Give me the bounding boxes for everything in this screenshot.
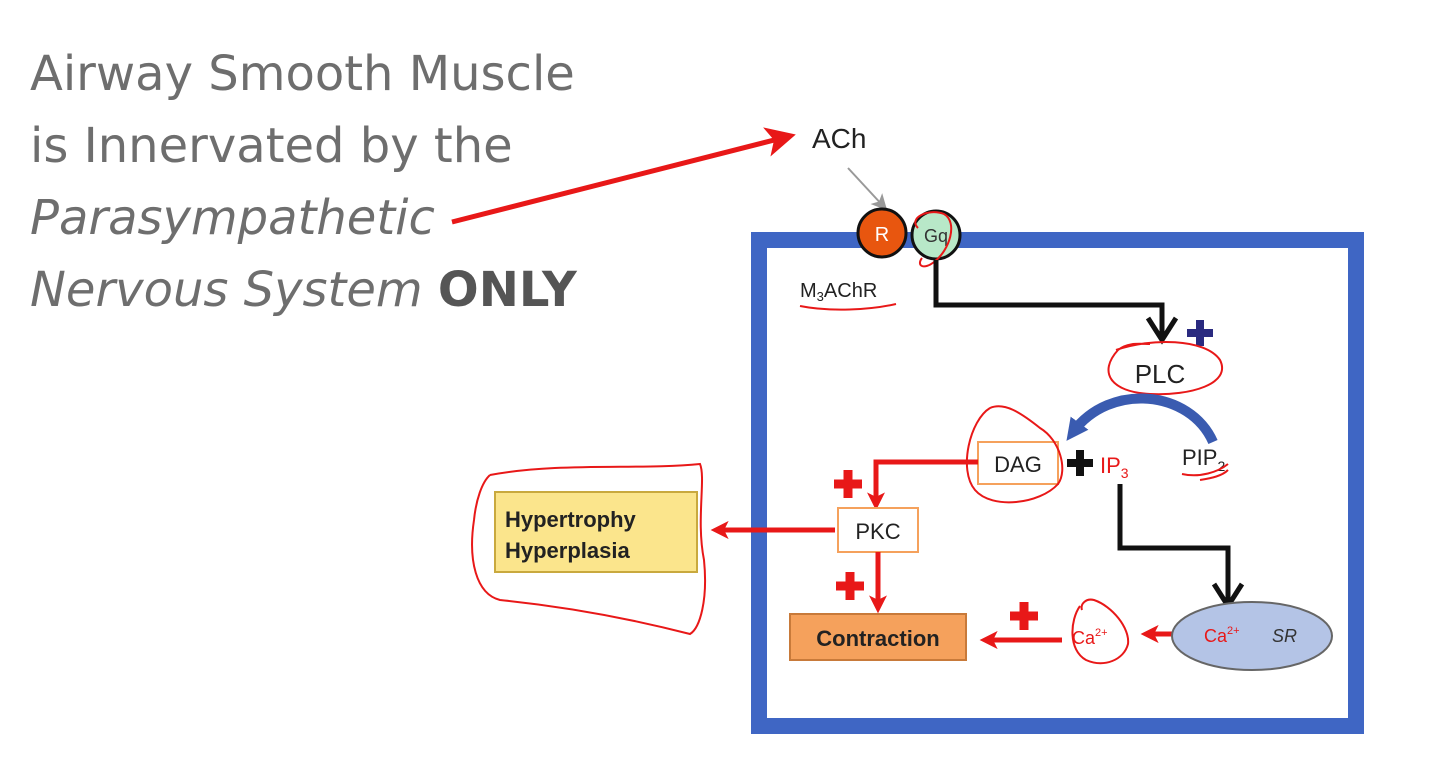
ca-cytosolic-label: Ca2+ <box>1072 627 1108 648</box>
ip3-plus-icon <box>1067 450 1093 476</box>
title-line-3: Parasympathetic <box>30 190 435 246</box>
plc-annotation <box>1107 341 1223 396</box>
pip2-label: PIP2 <box>1182 445 1225 474</box>
gq-annotation <box>914 211 953 268</box>
cell-membrane <box>751 232 1364 734</box>
title-nervous-system: Nervous System <box>30 262 423 318</box>
ca-sr-label: Ca2+ <box>1204 625 1240 646</box>
hypertrophy-label: Hypertrophy <box>505 507 637 532</box>
ach-binding-arrow <box>847 167 888 211</box>
innervation-arrow <box>451 127 796 225</box>
title-line-1: Airway Smooth Muscle <box>30 46 575 102</box>
pkc-plus-icon <box>834 470 862 498</box>
hyperplasia-label: Hyperplasia <box>505 538 630 563</box>
pip2-underline <box>1181 463 1229 481</box>
gq-protein <box>910 209 962 261</box>
plc-label: PLC <box>1135 359 1186 389</box>
dag-to-pkc-arrow <box>867 459 978 511</box>
hypertrophy-annotation <box>471 462 706 636</box>
contraction-plus-icon-right <box>1010 602 1038 630</box>
title-line-4: Nervous System ONLY <box>30 254 577 326</box>
gq-to-plc-arrowhead <box>1145 316 1179 345</box>
contraction-box <box>789 613 967 661</box>
pkc-box <box>837 507 919 553</box>
ca-cytosolic-annotation <box>1071 598 1130 665</box>
ip3-to-sr-arrow <box>1117 484 1231 602</box>
title-line-2: is Innervated by the <box>30 118 513 174</box>
m3achr-label: M3AChR <box>800 280 877 304</box>
sr-label: SR <box>1272 626 1297 646</box>
m3achr-underline <box>799 303 897 311</box>
title-only: ONLY <box>437 262 577 318</box>
gq-label: Gq <box>924 226 948 246</box>
contraction-label: Contraction <box>816 626 939 651</box>
ach-label: ACh <box>812 123 866 154</box>
gq-to-plc-arrow <box>933 260 1165 338</box>
dag-label: DAG <box>994 452 1042 477</box>
receptor-label: R <box>875 224 889 246</box>
slide-title: Airway Smooth Muscle is Innervated by th… <box>30 38 577 326</box>
plc-plus-icon <box>1187 320 1213 346</box>
sarcoplasmic-reticulum <box>1171 601 1333 671</box>
ip3-label: IP3 <box>1100 453 1129 481</box>
dag-annotation <box>965 405 1064 504</box>
dag-box <box>977 441 1059 485</box>
receptor-r <box>856 207 908 259</box>
pip2-conversion-arrow <box>1066 393 1218 445</box>
pkc-label: PKC <box>855 519 900 544</box>
contraction-plus-icon-left <box>836 572 864 600</box>
hypertrophy-box <box>494 491 698 573</box>
